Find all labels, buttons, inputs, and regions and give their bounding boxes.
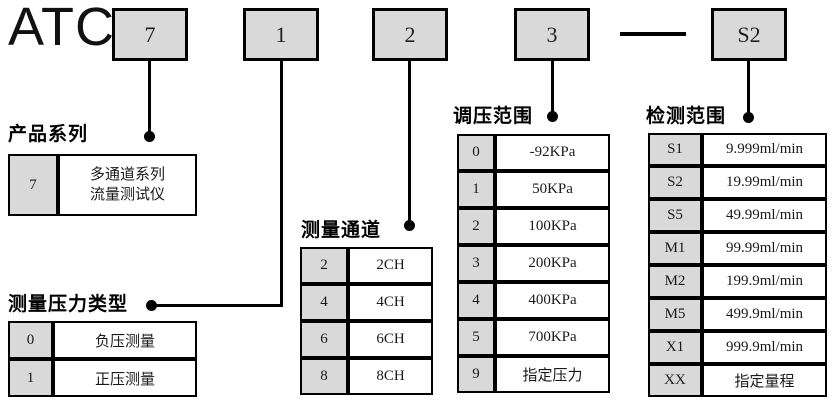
connector-pressure-type-dot xyxy=(146,300,157,311)
code-cell: 8 xyxy=(300,358,348,395)
value-cell: 49.99ml/min xyxy=(702,199,827,232)
value-cell: 199.9ml/min xyxy=(702,265,827,298)
code-cell: 4 xyxy=(300,284,348,321)
connector-series-dot xyxy=(144,131,155,142)
code-cell: 7 xyxy=(8,154,58,216)
connector-pressure-range-dot xyxy=(547,111,558,122)
code-cell: M1 xyxy=(648,232,702,265)
table-row: 9 指定压力 xyxy=(457,356,610,393)
model-code-box-pressure-range: 3 xyxy=(514,8,590,61)
code-cell: 0 xyxy=(8,321,53,359)
table-row: X1 999.9ml/min xyxy=(648,331,827,364)
connector-pressure-type-line-horizontal xyxy=(156,304,283,307)
table-row: 3 200KPa xyxy=(457,245,610,282)
table-row: XX 指定量程 xyxy=(648,364,827,397)
code-cell: S1 xyxy=(648,133,702,166)
section-title-detection-range: 检测范围 xyxy=(646,106,727,127)
connector-channels-line xyxy=(408,61,411,222)
section-title-pressure-range: 调压范围 xyxy=(453,106,534,127)
pressure-range-table: 0 -92KPa 1 50KPa 2 100KPa 3 200KPa 4 400… xyxy=(457,134,610,393)
table-row: M1 99.99ml/min xyxy=(648,232,827,265)
pressure-type-table: 0 负压测量 1 正压测量 xyxy=(8,321,197,397)
model-code-series-value: 7 xyxy=(144,21,156,47)
value-cell: 50KPa xyxy=(495,171,610,208)
section-title-channels: 测量通道 xyxy=(301,220,382,241)
table-row: 5 700KPa xyxy=(457,319,610,356)
table-row: 0 -92KPa xyxy=(457,134,610,171)
table-row: 7 多通道系列 流量测试仪 xyxy=(8,154,197,216)
code-cell: S5 xyxy=(648,199,702,232)
detection-range-table: S1 9.999ml/min S2 19.99ml/min S5 49.99ml… xyxy=(648,133,827,397)
table-row: 1 50KPa xyxy=(457,171,610,208)
table-row: 4 4CH xyxy=(300,284,433,321)
table-row: S2 19.99ml/min xyxy=(648,166,827,199)
value-cell: 多通道系列 流量测试仪 xyxy=(58,154,197,216)
value-cell: 指定压力 xyxy=(495,356,610,393)
table-row: M2 199.9ml/min xyxy=(648,265,827,298)
connector-pressure-range-line xyxy=(551,61,554,112)
code-cell: 5 xyxy=(457,319,495,356)
model-code-pressure-type-value: 1 xyxy=(275,21,287,47)
code-cell: 2 xyxy=(300,247,348,284)
table-row: S5 49.99ml/min xyxy=(648,199,827,232)
code-cell: XX xyxy=(648,364,702,397)
table-row: 2 100KPa xyxy=(457,208,610,245)
connector-detection-range-dot xyxy=(743,112,754,123)
section-title-pressure-type: 测量压力类型 xyxy=(8,294,129,315)
code-cell: M2 xyxy=(648,265,702,298)
value-cell: 200KPa xyxy=(495,245,610,282)
model-code-pressure-range-value: 3 xyxy=(546,21,558,47)
product-series-table: 7 多通道系列 流量测试仪 xyxy=(8,154,197,216)
connector-channels-dot xyxy=(404,220,415,231)
value-cell: 999.9ml/min xyxy=(702,331,827,364)
value-cell: 100KPa xyxy=(495,208,610,245)
channels-table: 2 2CH 4 4CH 6 6CH 8 8CH xyxy=(300,247,433,395)
model-code-box-detection-range: S2 xyxy=(711,8,787,61)
code-cell: 6 xyxy=(300,321,348,358)
model-code-box-pressure-type: 1 xyxy=(243,8,319,61)
table-row: 6 6CH xyxy=(300,321,433,358)
code-cell: M5 xyxy=(648,298,702,331)
model-code-detection-range-value: S2 xyxy=(737,21,761,47)
model-code-box-series: 7 xyxy=(112,8,188,61)
value-cell: 400KPa xyxy=(495,282,610,319)
table-row: 1 正压测量 xyxy=(8,359,197,397)
table-row: S1 9.999ml/min xyxy=(648,133,827,166)
value-cell: 700KPa xyxy=(495,319,610,356)
connector-series-line xyxy=(148,61,151,132)
connector-detection-range-line xyxy=(747,61,750,114)
value-cell: 负压测量 xyxy=(53,321,197,359)
table-row: 0 负压测量 xyxy=(8,321,197,359)
value-cell: 正压测量 xyxy=(53,359,197,397)
model-prefix: ATC xyxy=(8,0,115,57)
table-row: M5 499.9ml/min xyxy=(648,298,827,331)
model-separator-dash xyxy=(620,32,686,36)
value-cell: 指定量程 xyxy=(702,364,827,397)
table-row: 8 8CH xyxy=(300,358,433,395)
connector-pressure-type-line-vertical xyxy=(280,61,283,307)
value-cell: 8CH xyxy=(348,358,433,395)
section-title-product-series: 产品系列 xyxy=(8,124,89,145)
table-row: 2 2CH xyxy=(300,247,433,284)
code-cell: 9 xyxy=(457,356,495,393)
code-cell: 1 xyxy=(457,171,495,208)
code-cell: S2 xyxy=(648,166,702,199)
code-cell: X1 xyxy=(648,331,702,364)
code-cell: 3 xyxy=(457,245,495,282)
code-cell: 2 xyxy=(457,208,495,245)
value-cell: 499.9ml/min xyxy=(702,298,827,331)
code-cell: 0 xyxy=(457,134,495,171)
value-cell: 4CH xyxy=(348,284,433,321)
value-cell: 2CH xyxy=(348,247,433,284)
model-code-box-channels: 2 xyxy=(372,8,448,61)
value-cell: 6CH xyxy=(348,321,433,358)
value-cell: 9.999ml/min xyxy=(702,133,827,166)
value-cell: 19.99ml/min xyxy=(702,166,827,199)
table-row: 4 400KPa xyxy=(457,282,610,319)
code-cell: 1 xyxy=(8,359,53,397)
value-cell: -92KPa xyxy=(495,134,610,171)
model-code-channels-value: 2 xyxy=(404,21,416,47)
value-cell: 99.99ml/min xyxy=(702,232,827,265)
code-cell: 4 xyxy=(457,282,495,319)
